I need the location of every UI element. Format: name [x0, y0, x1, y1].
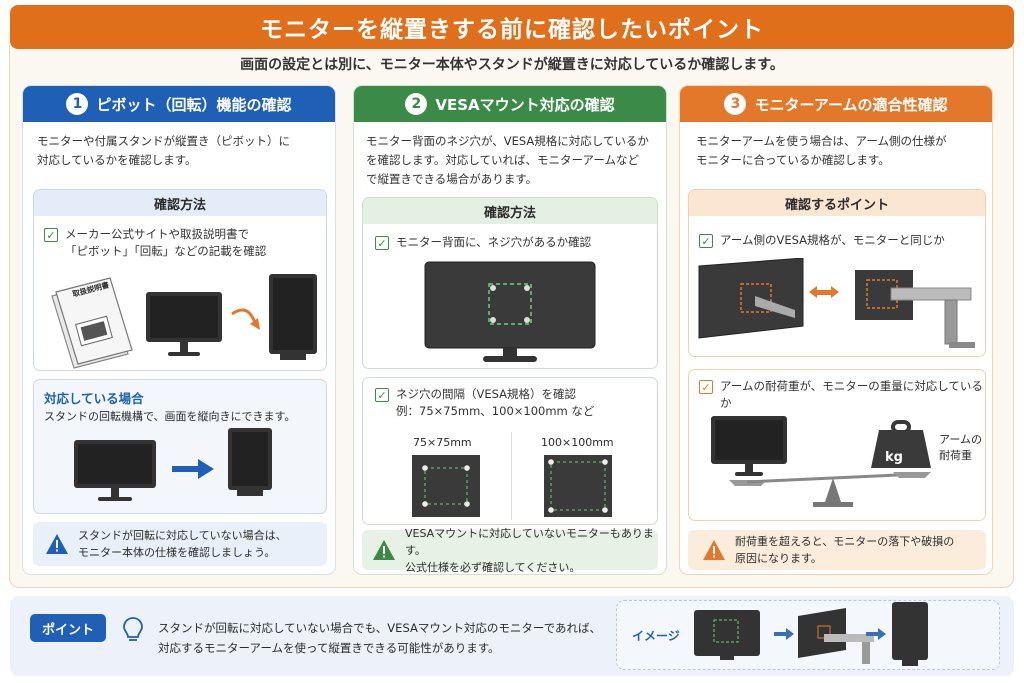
column-title: ピボット（回転）機能の確認	[96, 95, 292, 114]
column-description: モニター背面のネジ穴が、VESA規格に対応しているか を確認します。対応していれ…	[366, 132, 649, 189]
check-item: ✓ モニター背面に、ネジ穴があるか確認	[375, 234, 591, 251]
column-header: 3 モニターアームの適合性確認	[680, 86, 992, 122]
step-number: 3	[724, 93, 747, 115]
desc-line: モニターアームを使う場合は、アーム側の仕様が	[696, 134, 947, 148]
warning-text: 公式仕様を必ず確認してください。	[405, 560, 581, 574]
desc-line: を確認します。対応していれば、モニターアームなど	[366, 153, 640, 167]
intro-text: 画面の設定とは別に、モニター本体やスタンドが縦置きに対応しているか確認します。	[240, 57, 784, 73]
arrow-right-icon	[878, 628, 886, 640]
warning-box: 耐荷重を超えると、モニターの落下や破損の原因になります。	[688, 530, 986, 570]
checkbox-icon: ✓	[699, 234, 713, 248]
warning-box: スタンドが回転に対応していない場合は、モニター本体の仕様を確認しましょう。	[33, 522, 327, 566]
check-text: 「ピボット」「回転」などの記載を確認	[65, 244, 267, 258]
check-text: 例：75×75mm、100×100mm など	[396, 404, 595, 418]
supported-box: 対応している場合 スタンドの回転機構で、画面を縦向きにできます。	[33, 379, 327, 514]
warning-text: 原因になります。	[735, 552, 822, 565]
monitor-landscape-icon	[146, 292, 222, 356]
load-label-line: 耐荷重	[939, 449, 972, 462]
load-box: ✓ アームの耐荷重が、モニターの重量に対応しているか kg アームの 耐荷重	[688, 369, 986, 521]
column-vesa: 2 VESAマウント対応の確認 モニター背面のネジ穴が、VESA規格に対応している…	[353, 85, 667, 575]
vesa-size-box: ✓ ネジ穴の間隔（VESA規格）を確認例：75×75mm、100×100mm な…	[362, 377, 658, 525]
method-title: 確認方法	[34, 190, 326, 216]
point-badge: ポイント	[30, 614, 106, 642]
checkbox-icon: ✓	[699, 380, 713, 394]
check-item: ✓ メーカー公式サイトや取扱説明書で「ピボット」「回転」などの記載を確認	[44, 226, 266, 260]
warning-icon	[46, 534, 68, 554]
check-text: ネジ穴の間隔（VESA規格）を確認	[396, 387, 577, 401]
desc-line: モニターや付属スタンドが縦置き（ピボット）に	[37, 134, 290, 148]
warning-icon	[373, 540, 395, 560]
column-title: モニターアームの適合性確認	[754, 95, 948, 114]
check-text: モニター背面に、ネジ穴があるか確認	[396, 235, 592, 249]
check-text: アーム側のVESA規格が、モニターと同じか	[720, 233, 945, 247]
point-text-line: 対応するモニターアームを使って縦置きできる可能性があります。	[158, 641, 500, 655]
desc-line: 対応しているかを確認します。	[37, 153, 197, 167]
page-title: モニターを縦置きする前に確認したいポイント	[10, 5, 1014, 49]
monitor-portrait-icon	[269, 274, 317, 360]
image-label: イメージ	[632, 629, 680, 643]
supported-text: スタンドの回転機構で、画面を縦向きにできます。	[44, 410, 296, 423]
manual-icon	[51, 277, 133, 369]
rotate-arrow-icon	[250, 318, 260, 330]
point-text-line: スタンドが回転に対応していない場合でも、VESAマウント対応のモニターであれば、	[158, 621, 602, 635]
column-header: 1 ピボット（回転）機能の確認	[23, 86, 335, 122]
points-title: 確認するポイント	[689, 190, 985, 216]
point-text: スタンドが回転に対応していない場合でも、VESAマウント対応のモニターであれば、…	[158, 618, 601, 658]
column-description: モニターや付属スタンドが縦置き（ピボット）に 対応しているかを確認します。	[37, 132, 290, 170]
points-box: 確認するポイント ✓ アーム側のVESA規格が、モニターと同じか	[688, 189, 986, 357]
desc-line: モニター背面のネジ穴が、VESA規格に対応しているか	[366, 134, 649, 148]
supported-title: 対応している場合	[44, 391, 144, 406]
divider	[511, 432, 512, 520]
load-label: アームの 耐荷重	[939, 432, 982, 464]
vesa-100-icon	[544, 455, 612, 517]
vesa-back-illustration	[424, 261, 596, 362]
arm-vesa-illustration	[698, 258, 975, 348]
vesa-75-icon	[412, 455, 480, 517]
check-item: ✓ ネジ穴の間隔（VESA規格）を確認例：75×75mm、100×100mm な…	[375, 386, 594, 420]
warning-text: VESAマウントに対応していないモニターもあります。	[405, 526, 654, 557]
column-title: VESAマウント対応の確認	[435, 95, 615, 114]
warning-icon	[703, 540, 725, 560]
image-illustration	[694, 602, 928, 666]
kg-label: kg	[885, 450, 903, 465]
method-box: 確認方法 ✓ モニター背面に、ネジ穴があるか確認	[362, 197, 658, 369]
pivot-illustration	[51, 274, 317, 369]
step-number: 2	[405, 93, 428, 115]
warning-text: 耐荷重を超えると、モニターの落下や破損の	[735, 535, 955, 548]
arrow-right-icon	[786, 628, 794, 640]
arrow-right-icon	[198, 459, 214, 479]
method-title: 確認方法	[363, 198, 657, 224]
size-label-100: 100×100mm	[541, 436, 614, 449]
size-label-75: 75×75mm	[413, 436, 472, 449]
column-arm: 3 モニターアームの適合性確認 モニターアームを使う場合は、アーム側の仕様が モニ…	[679, 85, 993, 575]
check-item: ✓ アーム側のVESA規格が、モニターと同じか	[699, 232, 945, 249]
check-text: メーカー公式サイトや取扱説明書で	[65, 227, 249, 241]
check-text: アームの耐荷重が、モニターの重量に対応しているか	[720, 379, 983, 410]
checkbox-icon: ✓	[375, 236, 389, 250]
weight-icon	[871, 420, 931, 468]
column-header: 2 VESAマウント対応の確認	[354, 86, 666, 122]
desc-line: で縦置きできる場合があります。	[366, 172, 538, 186]
method-box: 確認方法 ✓ メーカー公式サイトや取扱説明書で「ピボット」「回転」などの記載を確…	[33, 189, 327, 371]
column-description: モニターアームを使う場合は、アーム側の仕様が モニターに合っているか確認します。	[696, 132, 946, 170]
step-number: 1	[66, 93, 89, 115]
warning-text: モニター本体の仕様を確認しましょう。	[78, 546, 276, 559]
checkbox-icon: ✓	[44, 228, 58, 242]
column-pivot: 1 ピボット（回転）機能の確認 モニターや付属スタンドが縦置き（ピボット）に 対応…	[22, 85, 336, 575]
warning-box: VESAマウントに対応していないモニターもあります。公式仕様を必ず確認してくださ…	[362, 527, 658, 574]
desc-line: モニターに合っているか確認します。	[696, 153, 890, 167]
load-balance-illustration	[711, 416, 931, 507]
check-item: ✓ アームの耐荷重が、モニターの重量に対応しているか	[699, 378, 985, 412]
lightbulb-icon	[123, 617, 143, 641]
checkbox-icon: ✓	[375, 388, 389, 402]
supported-illustration	[74, 428, 272, 501]
load-label-line: アームの	[939, 433, 983, 446]
double-arrow-icon	[831, 286, 839, 298]
warning-text: スタンドが回転に対応していない場合は、	[78, 529, 287, 542]
